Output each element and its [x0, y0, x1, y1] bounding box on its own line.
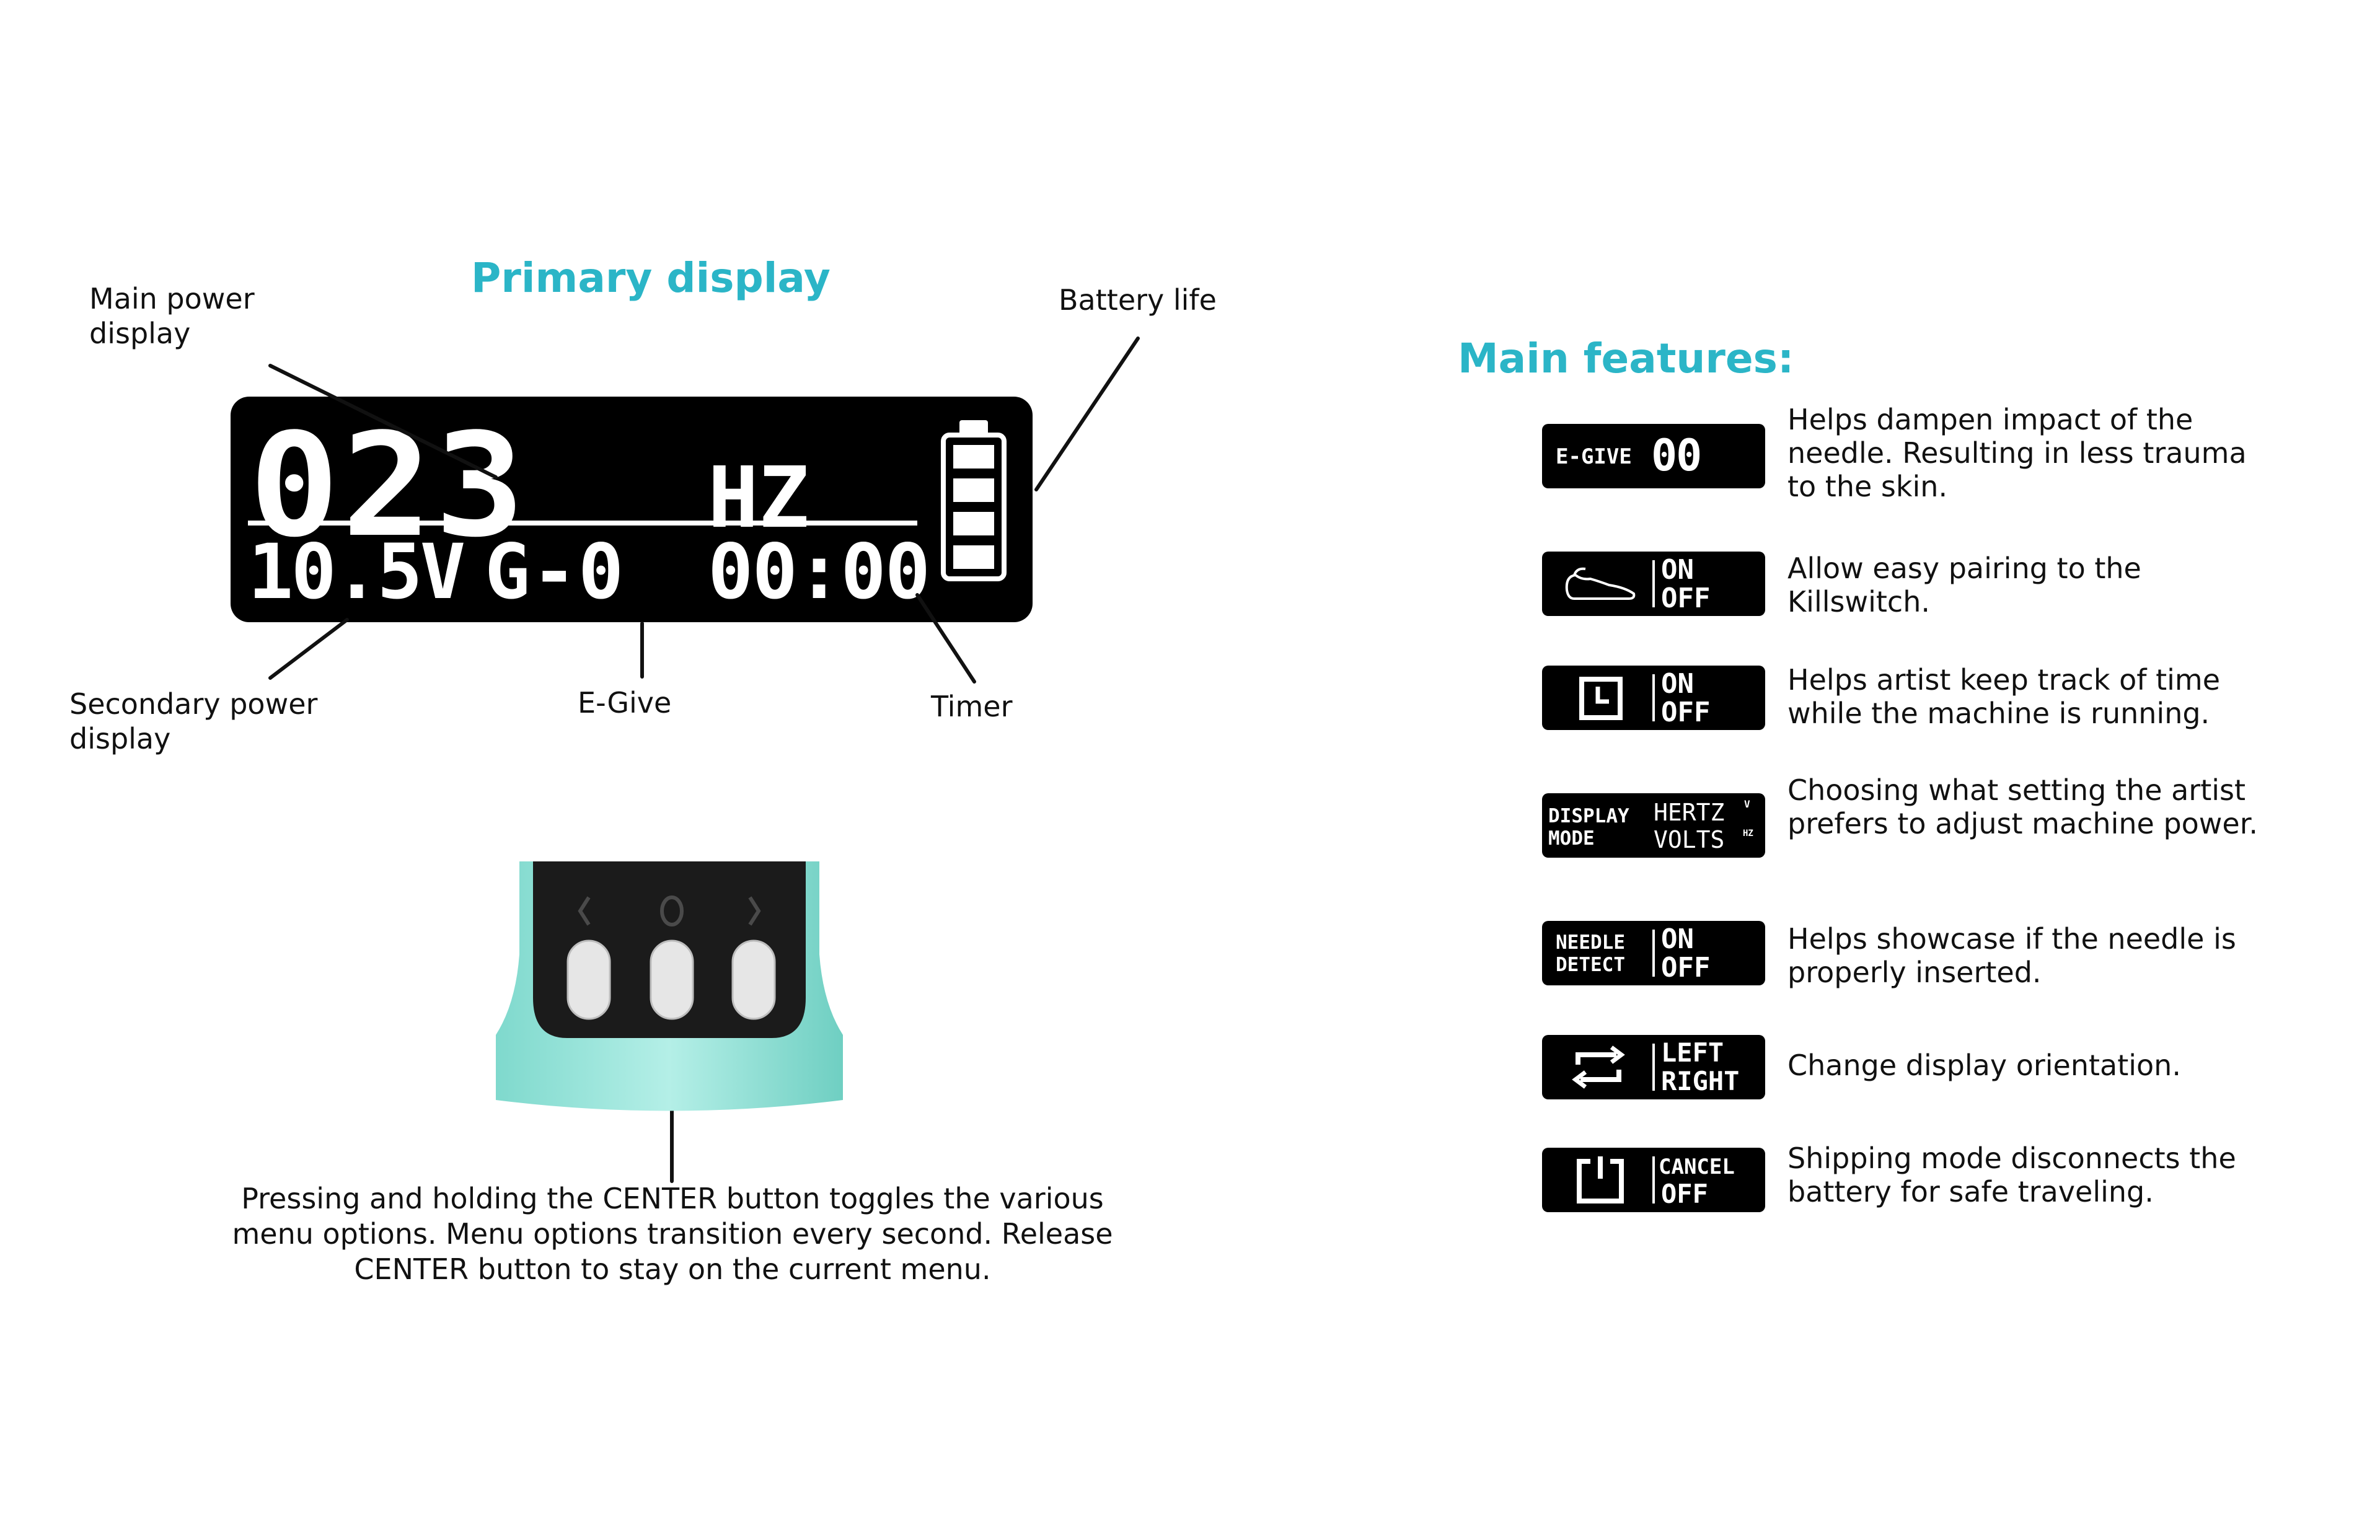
leader-secondary-power [268, 618, 349, 680]
power-icon [1577, 1156, 1624, 1203]
feature-chip-egive: E-GIVE 00 [1542, 424, 1765, 488]
chip-right-label: RIGHT [1661, 1066, 1740, 1096]
orientation-icon [1572, 1045, 1625, 1089]
feature-desc-shipping: Shipping mode disconnects the battery fo… [1787, 1142, 2236, 1208]
battery-bar [953, 512, 994, 535]
callout-battery-life: Battery life [1059, 283, 1217, 317]
killswitch-shoe-icon [1565, 567, 1636, 600]
chip-off-label: OFF [1661, 697, 1711, 728]
callout-timer: Timer [931, 690, 1013, 723]
primary-display-title: Primary display [471, 254, 831, 302]
chip-off-label: OFF [1661, 1179, 1708, 1209]
chip-volts-sup: HZ [1743, 829, 1753, 838]
device-illustration [496, 861, 843, 1111]
chip-separator [1652, 674, 1655, 721]
right-button [731, 939, 776, 1020]
feature-chip-display-mode: DISPLAY MODE HERTZ V VOLTS HZ [1542, 793, 1765, 858]
leader-timer [915, 593, 976, 684]
feature-desc-egive: Helps dampen impact of the needle. Resul… [1787, 403, 2247, 503]
chip-left-label: LEFT [1661, 1037, 1724, 1068]
battery-bar [953, 545, 994, 569]
timer-clock-icon [1579, 677, 1623, 720]
chip-display-label: DISPLAY [1548, 805, 1629, 827]
feature-desc-display-mode: Choosing what setting the artist prefers… [1787, 773, 2259, 840]
chip-volts-label: VOLTS [1654, 826, 1725, 853]
egive-value: G-0 [485, 528, 625, 616]
chevron-left-icon [578, 896, 591, 926]
chip-separator [1652, 1044, 1655, 1091]
timer-value: 00:00 [708, 528, 930, 616]
center-circle-icon [660, 895, 684, 926]
chip-on-label: ON [1661, 668, 1694, 700]
leader-main-power [268, 364, 498, 479]
chip-value-egive: 00 [1651, 430, 1702, 481]
main-power-unit: HZ [708, 449, 809, 547]
chip-on-label: ON [1661, 554, 1694, 586]
instruction-text: Pressing and holding the CENTER button t… [232, 1182, 1113, 1286]
chip-detect-label: DETECT [1556, 954, 1625, 976]
chip-separator [1652, 1156, 1655, 1203]
battery-bar [953, 478, 994, 502]
main-features-title: Main features: [1458, 335, 1794, 382]
chip-separator [1652, 560, 1655, 607]
main-power-value: 023 [249, 403, 527, 569]
callout-main-power: Main power display [89, 282, 255, 350]
feature-desc-orientation: Change display orientation. [1787, 1049, 2181, 1082]
chip-cancel-label: CANCEL [1659, 1155, 1735, 1179]
battery-bar [953, 445, 994, 469]
lcd-divider [248, 521, 917, 526]
secondary-power-value: 10.5V [248, 528, 465, 616]
feature-chip-timer: ON OFF [1542, 666, 1765, 730]
chip-hertz-label: HERTZ [1654, 799, 1725, 826]
callout-secondary-power: Secondary power display [69, 687, 318, 755]
chip-off-label: OFF [1661, 583, 1711, 614]
center-button [650, 939, 694, 1020]
callout-egive: E-Give [578, 686, 672, 719]
chevron-right-icon [748, 896, 761, 926]
primary-display-screen: 023 HZ 10.5V G-0 00:00 [231, 397, 1033, 622]
leader-battery-life [1034, 337, 1140, 491]
battery-icon [941, 433, 1007, 581]
chip-needle-label: NEEDLE [1556, 931, 1625, 954]
feature-chip-shipping: CANCEL OFF [1542, 1148, 1765, 1212]
feature-chip-orientation: LEFT RIGHT [1542, 1035, 1765, 1099]
battery-cap [959, 420, 988, 433]
feature-chip-killswitch: ON OFF [1542, 552, 1765, 616]
left-button [566, 939, 611, 1020]
feature-desc-needle-detect: Helps showcase if the needle is properly… [1787, 922, 2236, 989]
feature-desc-killswitch: Allow easy pairing to the Killswitch. [1787, 552, 2141, 618]
chip-on-label: ON [1661, 923, 1694, 955]
chip-separator [1652, 930, 1655, 977]
chip-label-egive: E-GIVE [1556, 444, 1632, 469]
chip-hertz-sup: V [1744, 798, 1750, 810]
chip-mode-label: MODE [1548, 827, 1595, 850]
chip-off-label: OFF [1661, 952, 1711, 983]
feature-chip-needle-detect: NEEDLE DETECT ON OFF [1542, 921, 1765, 985]
feature-desc-timer: Helps artist keep track of time while th… [1787, 663, 2220, 730]
